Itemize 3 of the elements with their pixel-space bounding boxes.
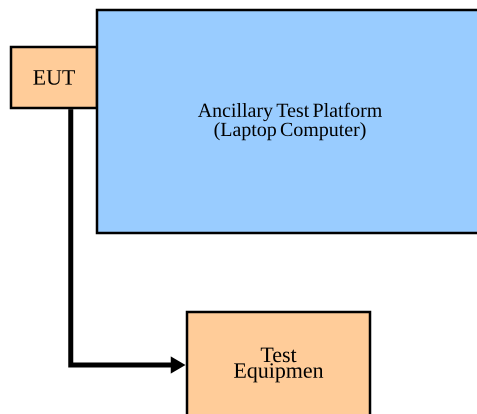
platform-box: Ancillary Test Platform (Laptop Computer) <box>96 8 477 234</box>
device-box: EUT <box>10 46 98 110</box>
equipment-box: Test Equipmen <box>186 310 372 414</box>
